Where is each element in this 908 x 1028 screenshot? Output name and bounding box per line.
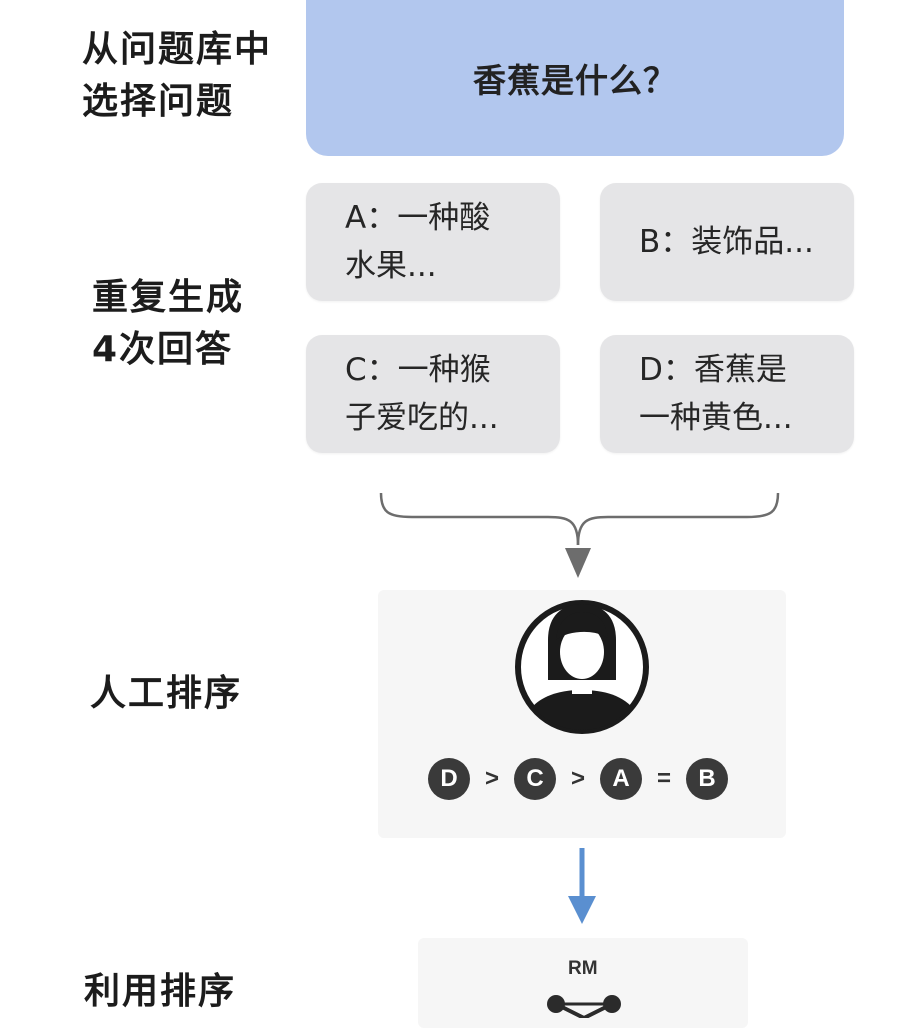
- step-label-select-line2: 选择问题: [82, 81, 235, 122]
- question-text: 香蕉是什么？: [473, 61, 677, 100]
- person-icon: [515, 600, 649, 734]
- arrow-down-icon: [568, 848, 596, 924]
- merge-brace-icon: [379, 492, 780, 578]
- rank-item-3: A: [600, 758, 642, 800]
- question-box: 香蕉是什么？: [306, 0, 844, 156]
- step-label-rank: 人工排序: [90, 673, 243, 714]
- rank-item-2: C: [514, 758, 556, 800]
- answer-box-b: B：装饰品...: [600, 183, 854, 301]
- rank-separator-1: >: [484, 765, 499, 792]
- step-label-generate-line1: 重复生成: [92, 277, 245, 318]
- answer-text-c: C：一种猴子爱吃的...: [345, 352, 499, 436]
- step-label-select-line1: 从问题库中: [82, 29, 273, 70]
- answer-box-a: A：一种酸水果...: [306, 183, 560, 301]
- answer-text-d: D：香蕉是一种黄色...: [639, 352, 793, 436]
- answer-text-a: A：一种酸水果...: [345, 200, 491, 284]
- rank-separator-2: >: [570, 765, 585, 792]
- step-label-generate: 重复生成 4次回答: [92, 272, 244, 376]
- rank-item-1: D: [428, 758, 470, 800]
- reward-model-card: [418, 938, 748, 1028]
- reward-model-label: RM: [568, 958, 598, 979]
- step-label-generate-line2: 4次回答: [92, 329, 234, 370]
- rank-item-4: B: [686, 758, 728, 800]
- answer-text-b: B：装饰品...: [639, 224, 814, 260]
- ranking-order: D > C > A = B: [428, 757, 728, 801]
- answer-box-d: D：香蕉是一种黄色...: [600, 335, 854, 453]
- step-label-use: 利用排序: [84, 971, 237, 1012]
- answer-box-c: C：一种猴子爱吃的...: [306, 335, 560, 453]
- step-label-select: 从问题库中 选择问题: [82, 24, 272, 128]
- rank-separator-3: =: [656, 765, 671, 792]
